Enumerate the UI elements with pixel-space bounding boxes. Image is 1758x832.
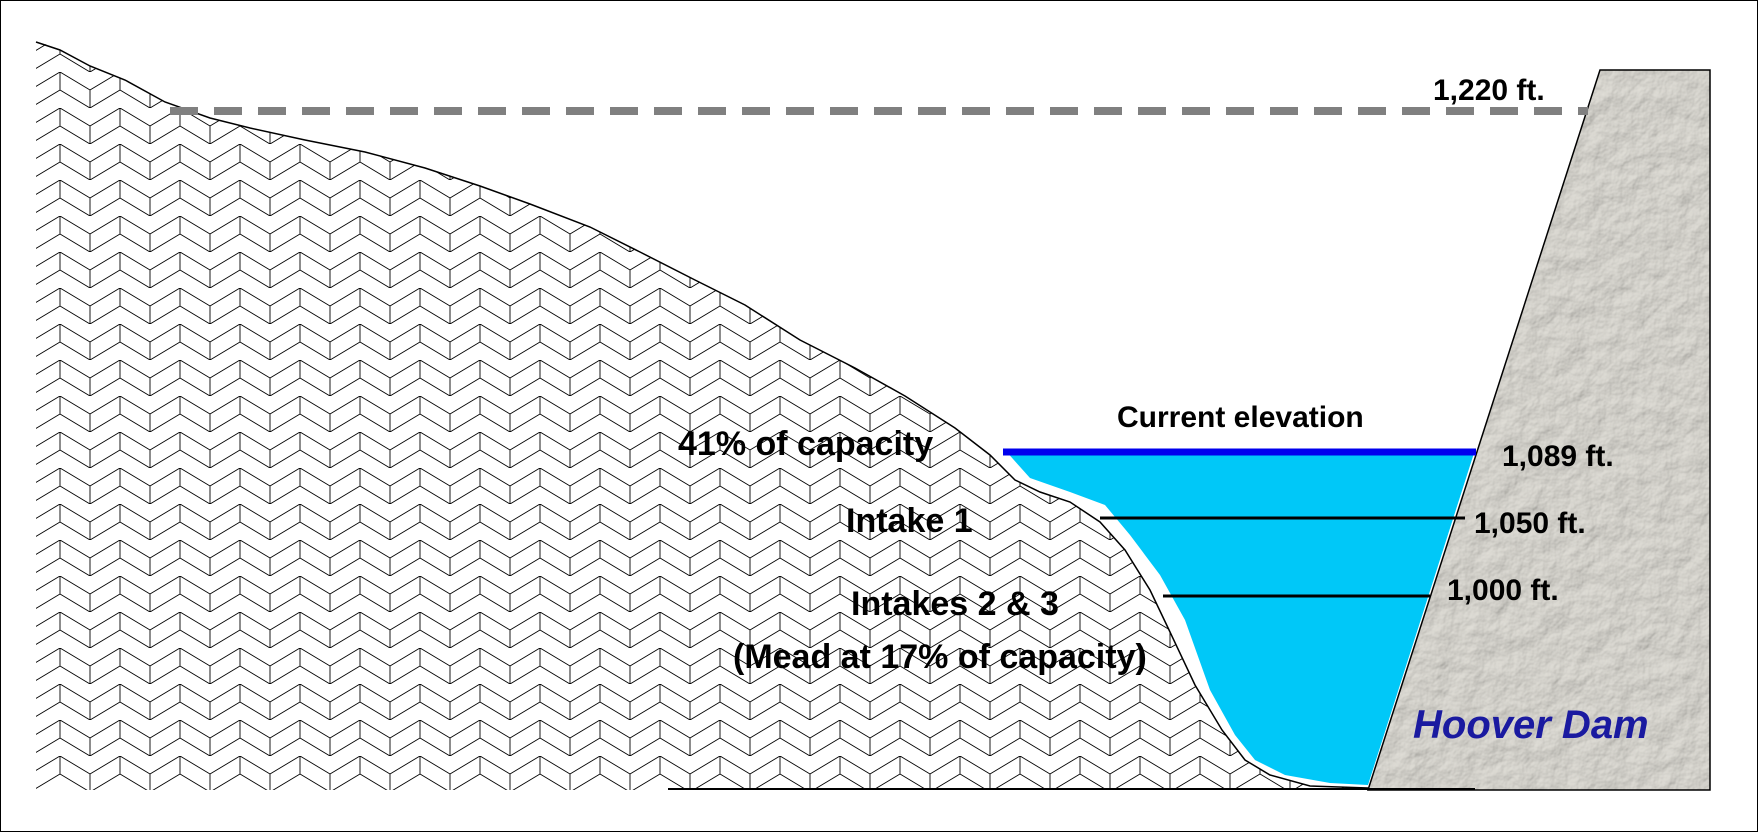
- intake-1-elevation: 1,050 ft.: [1474, 507, 1586, 540]
- intake-1-label: Intake 1: [846, 502, 973, 540]
- dam-name-label: Hoover Dam: [1413, 703, 1649, 747]
- intakes-2-3-elevation: 1,000 ft.: [1447, 574, 1559, 607]
- intakes-2-3-label: Intakes 2 & 3: [851, 585, 1059, 623]
- current-elevation-label: Current elevation: [1117, 401, 1364, 434]
- mead-17-capacity-label: (Mead at 17% of capacity): [733, 638, 1147, 676]
- current-elevation-value: 1,089 ft.: [1502, 440, 1614, 473]
- canyon-wall: [36, 42, 1368, 790]
- current-capacity-label: 41% of capacity: [678, 425, 933, 463]
- canyon-ridge-line: [35, 41, 1369, 789]
- reservoir-water: [1005, 450, 1475, 785]
- full-pool-elevation-label: 1,220 ft.: [1433, 74, 1545, 107]
- dam-texture: [1368, 70, 1710, 790]
